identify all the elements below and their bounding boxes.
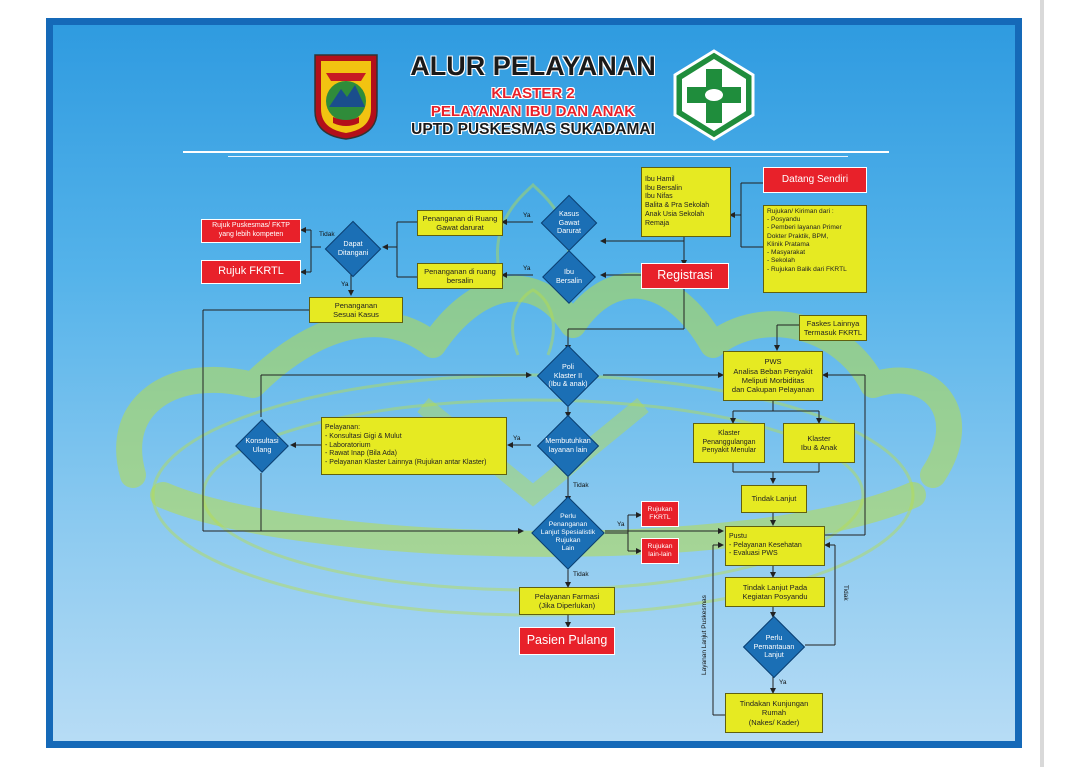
perlu-rujukan-decision: Perlu Penanganan Lanjut Spesialistik Ruj… [523,496,613,570]
membutuhkan-layanan-lain-decision: Membutuhkan layanan lain [527,414,609,478]
ibu-bersalin-decision: Ibu Bersalin [537,250,601,304]
konsultasi-ulang-decision: Konsultasi Ulang [233,419,291,473]
puskesmas-logo [673,49,755,141]
kunjungan-rumah-box: Tindakan Kunjungan Rumah (Nakes/ Kader) [725,693,823,733]
perlu-pemantauan-decision: Perlu Pemantauan Lanjut [739,615,809,679]
rujuk-puskesmas-box: Rujuk Puskesmas/ FKTP yang lebih kompete… [201,219,301,243]
label-ya-ditangani: Ya [341,281,349,288]
page-title: ALUR PELAYANAN [410,51,656,81]
penanganan-ruang-bersalin-box: Penanganan di ruang bersalin [417,263,503,289]
penanganan-sesuai-kasus-box: Penanganan Sesuai Kasus [309,297,403,323]
tindak-lanjut-posyandu-box: Tindak Lanjut Pada Kegiatan Posyandu [725,577,825,607]
organization-title: UPTD PUSKESMAS SUKADAMAI [411,121,655,138]
rujukan-sources-box: Rujukan/ Kiriman dari : - Posyandu - Pem… [763,205,867,293]
label-ya-membutuhkan: Ya [513,435,521,442]
label-tidak-rujukan: Tidak [573,571,589,578]
pustu-box: Pustu - Pelayanan Kesehatan - Evaluasi P… [725,526,825,566]
poli-klaster-2-decision: Poli Klaster II (Ibu & anak) [531,344,605,408]
rujuk-fkrtl-box: Rujuk FKRTL [201,260,301,284]
regency-emblem-logo [314,54,378,140]
label-tidak-pemantauan: Tidak [842,585,849,601]
poster-canvas: ALUR PELAYANAN KLASTER 2 PELAYANAN IBU D… [53,25,1015,741]
pws-box: PWS Analisa Beban Penyakit Meliputi Morb… [723,351,823,401]
rujukan-lain-box: Rujukan lain-lain [641,538,679,564]
penanganan-igd-box: Penanganan di Ruang Gawat darurat [417,210,503,236]
kasus-gawat-darurat-decision: Kasus Gawat Darurat [537,194,601,252]
label-ya-gawat: Ya [523,212,531,219]
label-ya-rujukan: Ya [617,521,625,528]
cluster-subtitle: PELAYANAN IBU DAN ANAK [430,103,636,120]
rujukan-fkrtl-box: Rujukan FKRTL [641,501,679,527]
faskes-lainnya-box: Faskes Lainnya Termasuk FKRTL [799,315,867,341]
tindak-lanjut-box: Tindak Lanjut [741,485,807,513]
label-ya-bersalin: Ya [523,265,531,272]
label-layanan-lanjut: Layanan Lanjut Puskesmas [701,595,708,675]
pelayanan-list-box: Pelayanan: - Konsultasi Gigi & Mulut - L… [321,417,507,475]
header-divider-thin [228,156,848,157]
registrasi-box: Registrasi [641,263,729,289]
pelayanan-farmasi-box: Pelayanan Farmasi (Jika Diperlukan) [519,587,615,615]
label-ya-pemantauan: Ya [779,679,787,686]
datang-sendiri-box: Datang Sendiri [763,167,867,193]
cluster-title: KLASTER 2 [491,85,575,102]
pasien-pulang-box: Pasien Pulang [519,627,615,655]
flow-connectors [202,182,866,716]
label-tidak-ditangani: Tidak [319,231,335,238]
label-tidak-membutuhkan: Tidak [573,482,589,489]
patient-types-box: Ibu Hamil Ibu Bersalin Ibu Nifas Balita … [641,167,731,237]
poster-frame: ALUR PELAYANAN KLASTER 2 PELAYANAN IBU D… [46,18,1022,748]
header-divider [183,151,889,153]
klaster-penyakit-menular-box: Klaster Penanggulangan Penyakit Menular [693,423,765,463]
klaster-ibu-anak-box: Klaster Ibu & Anak [783,423,855,463]
scrollbar[interactable] [1040,0,1044,767]
dapat-ditangani-decision: Dapat Ditangani [321,220,385,278]
